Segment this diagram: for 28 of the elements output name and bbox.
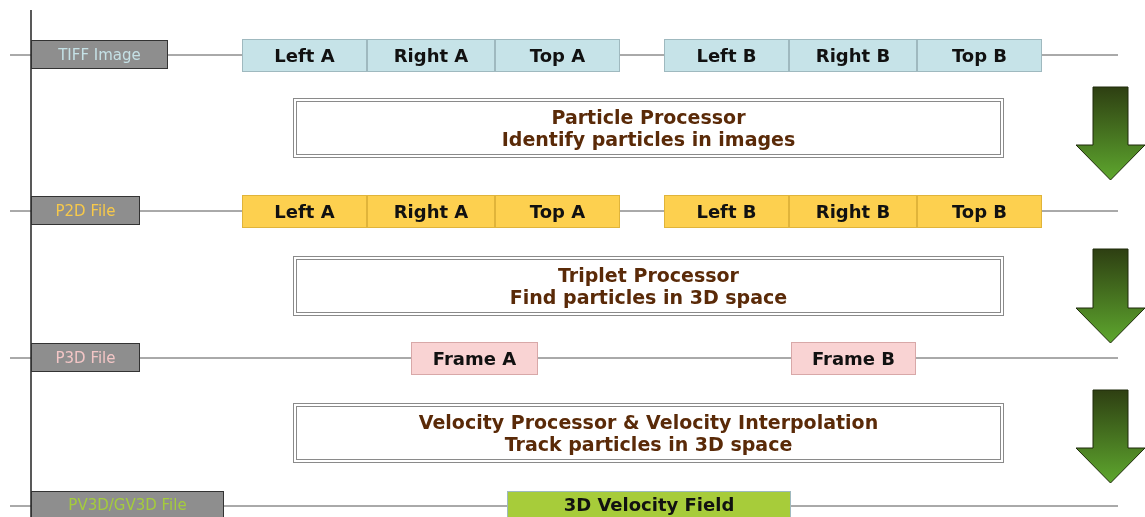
data-box: Right B bbox=[789, 39, 917, 72]
file-type-label: P3D File bbox=[31, 343, 140, 372]
data-box: Left A bbox=[242, 195, 367, 228]
data-box: Right B bbox=[789, 195, 917, 228]
data-box: Top B bbox=[917, 195, 1042, 228]
processor-description: Identify particles in images bbox=[501, 128, 796, 150]
processor-description: Find particles in 3D space bbox=[509, 286, 788, 308]
file-type-label: TIFF Image bbox=[31, 40, 168, 69]
data-box: Top B bbox=[917, 39, 1042, 72]
processor-box bbox=[293, 256, 1004, 316]
data-box: 3D Velocity Field bbox=[507, 491, 791, 517]
processor-title: Particle Processor bbox=[551, 106, 746, 128]
processor-description: Track particles in 3D space bbox=[504, 433, 793, 455]
data-box: Left A bbox=[242, 39, 367, 72]
file-type-label: P2D File bbox=[31, 196, 140, 225]
processor-title: Velocity Processor & Velocity Interpolation bbox=[418, 411, 879, 433]
data-box: Right A bbox=[367, 39, 495, 72]
data-box: Left B bbox=[664, 195, 789, 228]
file-type-label: PV3D/GV3D File bbox=[31, 491, 224, 517]
data-box: Right A bbox=[367, 195, 495, 228]
data-box: Top A bbox=[495, 195, 620, 228]
processor-box bbox=[293, 98, 1004, 158]
processor-box bbox=[293, 403, 1004, 463]
data-box: Frame A bbox=[411, 342, 538, 375]
data-box: Top A bbox=[495, 39, 620, 72]
data-box: Frame B bbox=[791, 342, 916, 375]
processor-title: Triplet Processor bbox=[558, 264, 739, 286]
data-box: Left B bbox=[664, 39, 789, 72]
